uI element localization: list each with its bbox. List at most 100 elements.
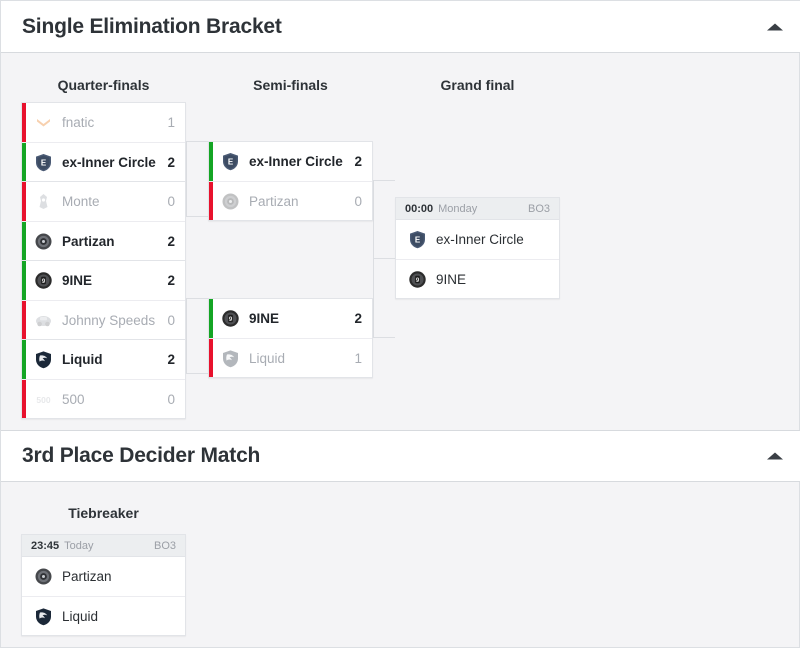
round-label-tiebreaker: Tiebreaker bbox=[68, 505, 139, 521]
team-name: 9INE bbox=[249, 311, 280, 326]
team-name: Liquid bbox=[62, 352, 103, 367]
team-name: ex-Inner Circle bbox=[62, 154, 156, 170]
connector bbox=[186, 216, 208, 217]
match-card-qf4[interactable]: Liquid 2 500 500 0 bbox=[21, 339, 186, 419]
ex-inner-circle-logo: E bbox=[408, 230, 427, 249]
match-day: Today bbox=[64, 539, 94, 552]
svg-text:9: 9 bbox=[42, 279, 46, 285]
match-row[interactable]: Liquid 1 bbox=[209, 338, 372, 377]
match-row[interactable]: Liquid bbox=[22, 596, 185, 635]
9ine-logo: 9 bbox=[408, 270, 427, 289]
match-row[interactable]: E ex-Inner Circle 2 bbox=[209, 142, 372, 181]
team-name: fnatic bbox=[62, 115, 95, 130]
result-bar-loss bbox=[209, 182, 213, 220]
result-bar-loss bbox=[22, 380, 26, 418]
match-row[interactable]: 9 9INE 2 bbox=[22, 261, 185, 300]
match-row[interactable]: E ex-Inner Circle bbox=[396, 220, 559, 259]
team-score: 1 bbox=[167, 115, 175, 130]
team-score: 0 bbox=[167, 391, 175, 407]
round-label-semi-finals: Semi-finals bbox=[253, 77, 328, 93]
connector bbox=[186, 141, 208, 142]
team-name: 500 bbox=[62, 391, 85, 407]
match-format: BO3 bbox=[153, 539, 176, 552]
match-row[interactable]: 500 500 0 bbox=[22, 379, 185, 418]
connector bbox=[186, 141, 187, 217]
svg-text:E: E bbox=[415, 235, 421, 244]
team-score: 2 bbox=[167, 273, 175, 288]
team-name: Monte bbox=[62, 194, 100, 209]
match-row[interactable]: 9 9INE 2 bbox=[209, 299, 372, 338]
section-header-bracket[interactable]: Single Elimination Bracket bbox=[1, 1, 800, 53]
team-score: 0 bbox=[167, 312, 175, 328]
section-title-third-place: 3rd Place Decider Match bbox=[22, 444, 261, 467]
team-name: Johnny Speeds bbox=[62, 312, 156, 328]
svg-text:E: E bbox=[228, 157, 234, 166]
team-name: Partizan bbox=[249, 193, 299, 209]
team-name: Partizan bbox=[62, 233, 115, 249]
partizan-logo bbox=[34, 232, 53, 251]
result-bar-loss bbox=[209, 339, 213, 377]
result-bar-loss bbox=[22, 103, 26, 142]
result-bar-win bbox=[209, 299, 213, 338]
team-name: Liquid bbox=[249, 350, 286, 366]
team-score: 2 bbox=[354, 154, 362, 169]
round-label-quarter-finals: Quarter-finals bbox=[57, 77, 150, 93]
caret-up-icon[interactable] bbox=[767, 452, 783, 460]
connector bbox=[373, 180, 395, 181]
connector bbox=[373, 337, 395, 338]
match-row[interactable]: E ex-Inner Circle 2 bbox=[22, 142, 185, 181]
match-time: 23:45 bbox=[31, 539, 60, 552]
team-score: 2 bbox=[167, 233, 175, 249]
connector bbox=[186, 298, 208, 299]
match-row[interactable]: Partizan 2 bbox=[22, 221, 185, 260]
team-score: 2 bbox=[167, 352, 175, 367]
team-name: 9INE bbox=[62, 273, 93, 288]
svg-text:9: 9 bbox=[416, 278, 420, 284]
match-row[interactable]: 9 9INE bbox=[396, 259, 559, 298]
connector bbox=[373, 180, 374, 338]
match-card-qf1[interactable]: fnatic 1 E ex-Inner Circle 2 bbox=[21, 102, 186, 182]
match-card-qf3[interactable]: 9 9INE 2 Johnny Speeds 0 bbox=[21, 260, 186, 340]
match-row[interactable]: fnatic 1 bbox=[22, 103, 185, 142]
connector bbox=[186, 298, 187, 374]
match-row[interactable]: Liquid 2 bbox=[22, 340, 185, 379]
match-card-tiebreaker[interactable]: 23:45 Today BO3 Partizan L bbox=[21, 534, 186, 636]
result-bar-win bbox=[22, 261, 26, 300]
match-format: BO3 bbox=[527, 202, 550, 215]
team-score: 0 bbox=[354, 193, 362, 209]
500-logo: 500 bbox=[34, 390, 53, 409]
team-name: Partizan bbox=[62, 569, 112, 584]
match-card-sf1[interactable]: E ex-Inner Circle 2 Partizan 0 bbox=[208, 141, 373, 221]
connector bbox=[373, 258, 395, 259]
partizan-logo bbox=[34, 567, 53, 586]
section-header-third-place[interactable]: 3rd Place Decider Match bbox=[1, 430, 800, 482]
svg-text:9: 9 bbox=[229, 317, 233, 323]
caret-up-icon[interactable] bbox=[767, 23, 783, 30]
team-name: ex-Inner Circle bbox=[436, 232, 524, 247]
team-score: 2 bbox=[354, 311, 362, 326]
liquid-logo bbox=[221, 349, 240, 368]
team-name: Liquid bbox=[62, 608, 99, 624]
team-name: ex-Inner Circle bbox=[249, 154, 343, 169]
match-schedule-header: 00:00 Monday BO3 bbox=[396, 198, 559, 220]
ex-inner-circle-logo: E bbox=[34, 153, 53, 172]
match-card-sf2[interactable]: 9 9INE 2 Liquid 1 bbox=[208, 298, 373, 378]
match-row[interactable]: Johnny Speeds 0 bbox=[22, 300, 185, 339]
team-score: 1 bbox=[354, 350, 362, 366]
match-row[interactable]: Monte 0 bbox=[22, 182, 185, 221]
liquid-logo bbox=[34, 607, 53, 626]
match-day: Monday bbox=[438, 202, 478, 215]
result-bar-win bbox=[22, 143, 26, 181]
match-time: 00:00 bbox=[405, 202, 434, 215]
result-bar-loss bbox=[22, 301, 26, 339]
page-title: Single Elimination Bracket bbox=[22, 14, 282, 38]
match-schedule-header: 23:45 Today BO3 bbox=[22, 535, 185, 557]
svg-text:500: 500 bbox=[36, 395, 50, 405]
partizan-logo bbox=[221, 192, 240, 211]
team-score: 2 bbox=[167, 154, 175, 170]
match-card-qf2[interactable]: Monte 0 Partizan 2 bbox=[21, 181, 186, 261]
match-row[interactable]: Partizan bbox=[22, 557, 185, 596]
match-card-grand-final[interactable]: 00:00 Monday BO3 E ex-Inner Circle 9 bbox=[395, 197, 560, 299]
match-row[interactable]: Partizan 0 bbox=[209, 181, 372, 220]
